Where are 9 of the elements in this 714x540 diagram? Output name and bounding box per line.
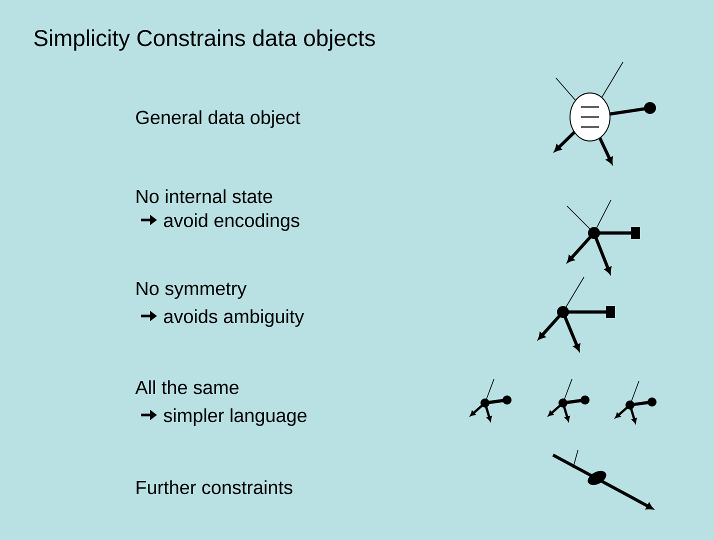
text-label: No internal state bbox=[136, 189, 272, 204]
text-label: avoid encodings bbox=[164, 213, 300, 231]
text-label: avoids ambiguity bbox=[164, 309, 304, 327]
text-label: General data object bbox=[136, 110, 300, 128]
text-label: All the same bbox=[135, 380, 238, 394]
text-label: No symmetry bbox=[136, 282, 247, 299]
title: Simplicity Constrains data objects bbox=[34, 29, 375, 51]
text-label: simpler language bbox=[164, 408, 306, 426]
text-label: Further constraints bbox=[136, 480, 292, 494]
